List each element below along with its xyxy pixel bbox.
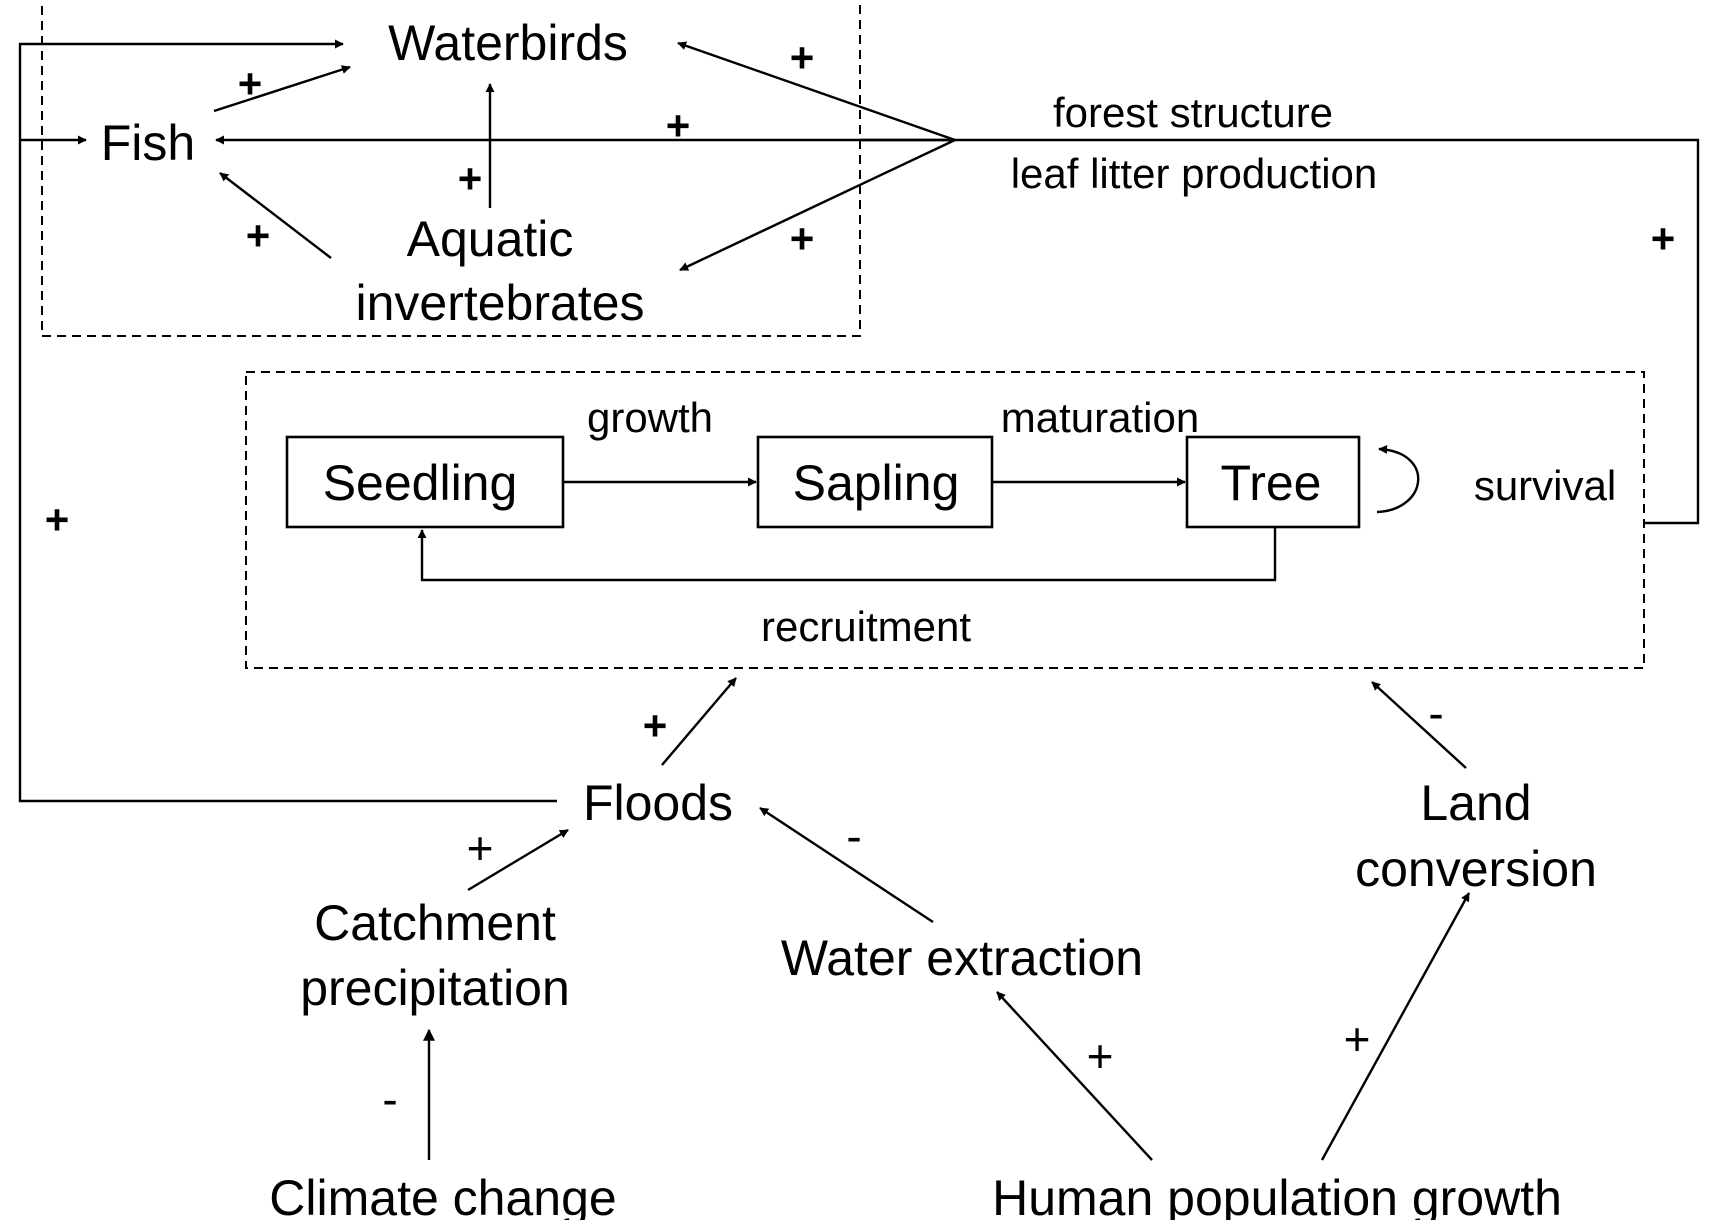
node-sapling: Sapling	[793, 455, 960, 511]
human-to-land-arrow	[1320, 892, 1471, 1161]
node-aquatic-invertebrates-line1: Aquatic	[407, 211, 574, 267]
sign-human-to-land: +	[1344, 1013, 1371, 1065]
label-maturation: maturation	[1001, 394, 1199, 441]
sign-floods-to-fauna: +	[45, 496, 70, 543]
node-leaf-litter-production: leaf litter production	[1011, 150, 1378, 197]
node-catchment-precipitation-line2: precipitation	[300, 960, 570, 1016]
vegetation-to-forest-line	[860, 138, 1700, 525]
human-to-extraction-arrow	[996, 991, 1153, 1161]
node-waterbirds: Waterbirds	[388, 15, 628, 71]
sign-invertebrates-to-fish: +	[246, 212, 271, 259]
sign-floods-to-vegetation: +	[643, 702, 668, 749]
node-aquatic-invertebrates-line2: invertebrates	[355, 275, 644, 331]
sign-forest-to-waterbirds: +	[790, 34, 815, 81]
forest-to-invertebrates-arrow	[679, 138, 956, 272]
floods-to-vegetation-arrow	[661, 677, 737, 766]
sign-land-to-vegetation: -	[1428, 687, 1443, 739]
sign-climate-to-catchment: -	[382, 1073, 397, 1125]
node-forest-structure: forest structure	[1053, 89, 1333, 136]
label-growth: growth	[587, 394, 713, 441]
node-climate-change: Climate change	[269, 1170, 616, 1220]
aquatic-community-group	[41, 0, 861, 337]
node-water-extraction: Water extraction	[781, 930, 1143, 986]
node-tree: Tree	[1221, 455, 1322, 511]
node-catchment-precipitation-line1: Catchment	[314, 895, 556, 951]
sign-vegetation-to-forest: +	[1651, 215, 1676, 262]
label-recruitment: recruitment	[761, 603, 971, 650]
forest-to-waterbirds-arrow	[677, 41, 956, 142]
sign-fish-to-waterbirds: +	[238, 60, 263, 107]
invertebrates-to-fish-arrow	[219, 172, 332, 259]
sign-forest-to-invertebrates: +	[790, 215, 815, 262]
node-floods: Floods	[583, 775, 733, 831]
sign-forest-to-fish: +	[666, 102, 691, 149]
node-land-conversion-line2: conversion	[1355, 841, 1597, 897]
recruitment-arrow	[417, 527, 1277, 582]
extraction-to-floods-arrow	[759, 806, 934, 924]
sapling-box	[756, 435, 994, 529]
catchment-to-floods-arrow	[467, 828, 569, 892]
vegetation-lifecycle-group	[245, 371, 1645, 669]
sign-invertebrates-to-waterbirds: +	[458, 155, 483, 202]
tree-box	[1185, 435, 1361, 529]
label-survival: survival	[1474, 462, 1616, 509]
fish-to-waterbirds-arrow	[213, 65, 351, 113]
node-fish: Fish	[101, 115, 195, 171]
survival-loop-arrow	[1376, 444, 1420, 514]
node-land-conversion-line1: Land	[1420, 775, 1531, 831]
floods-to-fauna-line	[18, 39, 557, 803]
sign-human-to-extraction: +	[1087, 1030, 1114, 1082]
node-seedling: Seedling	[323, 455, 518, 511]
land-to-vegetation-arrow	[1371, 681, 1467, 769]
node-human-population-growth: Human population growth	[992, 1170, 1562, 1220]
sign-extraction-to-floods: -	[846, 810, 861, 862]
sign-catchment-to-floods: +	[467, 822, 494, 874]
